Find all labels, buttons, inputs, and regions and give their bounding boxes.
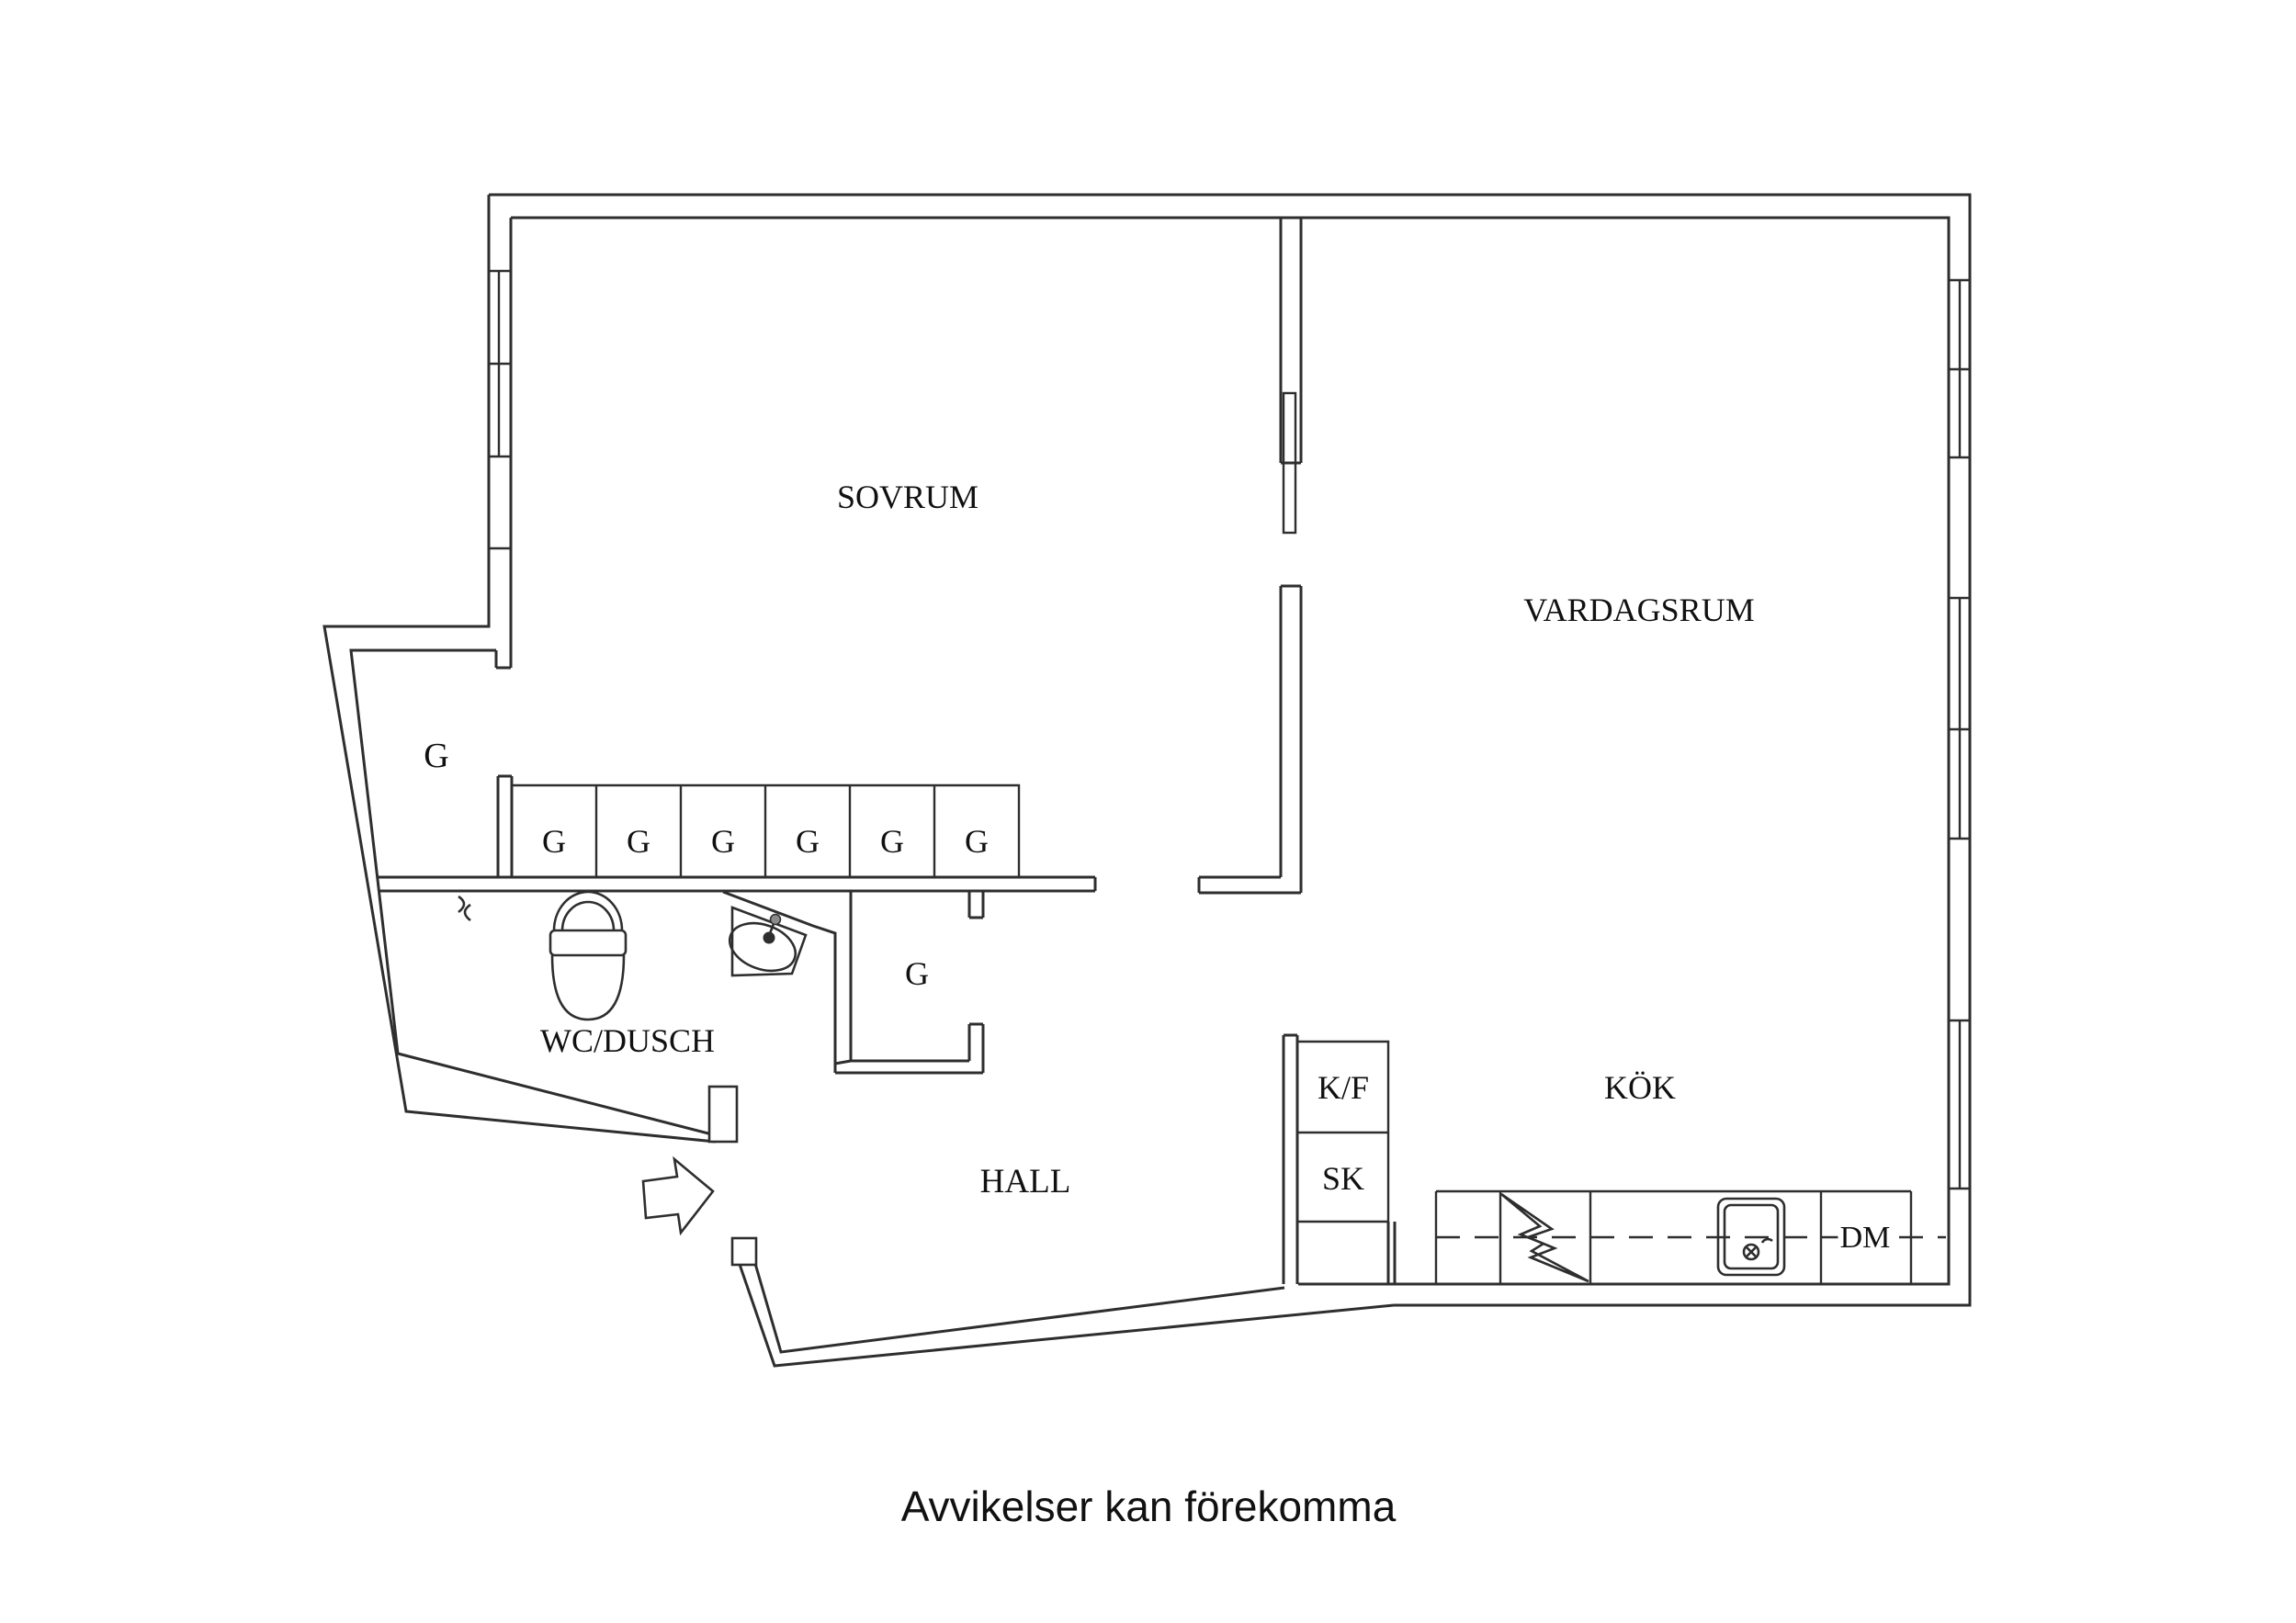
wardrobe-label: G — [965, 823, 989, 860]
toilet-icon — [549, 890, 628, 1021]
room-label-hall: HALL — [980, 1163, 1071, 1200]
kitchen-sink-icon — [1716, 1197, 1786, 1277]
kitchen-counter — [1434, 1189, 1946, 1284]
stove-symbol-icon — [1500, 1192, 1589, 1283]
room-label-sovrum: SOVRUM — [837, 479, 978, 515]
bathroom-fixtures — [458, 890, 808, 1021]
wardrobe-label: G — [542, 823, 566, 860]
kitchen-tall-units — [1298, 1040, 1390, 1223]
unit-label-fridge-freezer: K/F — [1318, 1069, 1369, 1106]
wardrobe-label: G — [627, 823, 650, 860]
room-label-wc-dusch: WC/DUSCH — [540, 1022, 715, 1059]
wardrobe-label: G — [796, 823, 820, 860]
disclaimer-caption: Avvikelser kan förekomma — [901, 1482, 1397, 1530]
labels: SOVRUM VARDAGSRUM KÖK HALL WC/DUSCH G G … — [424, 479, 1895, 1530]
entrance-arrow-icon — [641, 1155, 715, 1236]
exterior-walls — [322, 193, 1972, 1368]
wardrobe-row — [512, 783, 1021, 877]
unit-label-cleaning-cabinet: SK — [1322, 1160, 1364, 1197]
closet-label-hall: G — [905, 955, 929, 992]
unit-label-dishwasher: DM — [1840, 1221, 1891, 1255]
wardrobe-label: G — [880, 823, 904, 860]
door-jamb — [707, 1085, 739, 1144]
closet-label-walk-in: G — [424, 737, 448, 775]
bathroom-sink-icon — [728, 906, 808, 977]
room-label-kok: KÖK — [1604, 1069, 1676, 1106]
door-jamb — [730, 1236, 758, 1267]
sliding-door-leaf — [1282, 391, 1297, 535]
room-label-vardagsrum: VARDAGSRUM — [1523, 592, 1754, 628]
windows — [489, 269, 1970, 1190]
pipe-connection-icon — [458, 895, 471, 922]
wardrobe-label: G — [711, 823, 735, 860]
interior-walls — [378, 218, 1397, 1284]
